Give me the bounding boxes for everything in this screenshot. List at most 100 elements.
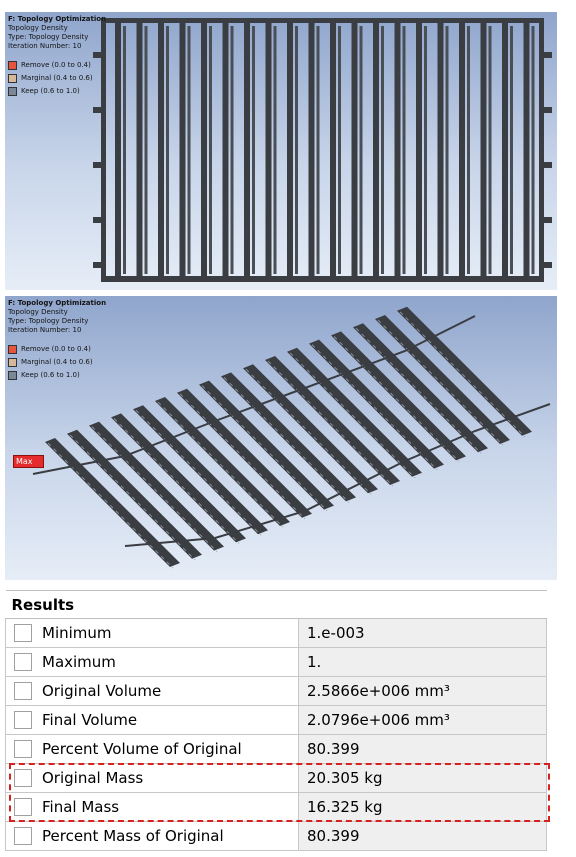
table-row[interactable]: Original Mass 20.305 kg <box>5 763 547 793</box>
legend-type: Type: Topology Density <box>8 33 89 41</box>
rib-bar <box>115 22 121 278</box>
iso-rib <box>45 438 180 567</box>
side-tab <box>93 217 105 223</box>
legend-item-label: Marginal (0.4 to 0.6) <box>21 74 93 82</box>
iso-rib-slots <box>157 401 284 528</box>
rib-bar <box>222 22 229 278</box>
legend-item-label: Marginal (0.4 to 0.6) <box>21 358 93 366</box>
iso-rib <box>199 380 334 510</box>
iso-rib-slots <box>47 442 174 569</box>
iso-rib-slots <box>311 344 438 470</box>
keep-swatch <box>8 87 17 96</box>
frame-bottom-rail <box>101 276 544 282</box>
rib-bar <box>351 22 358 278</box>
legend-item-label: Remove (0.0 to 0.4) <box>21 61 91 69</box>
topology-model-front-view <box>93 18 552 282</box>
table-row[interactable]: Final Volume 2.0796e+006 mm³ <box>5 705 547 735</box>
iso-rib <box>287 347 422 477</box>
row-value: 80.399 <box>298 821 547 851</box>
row-checkbox[interactable] <box>14 624 32 643</box>
rib-bar-thin <box>316 26 320 274</box>
results-header: Results <box>5 590 547 619</box>
table-row[interactable]: Final Mass 16.325 kg <box>5 792 547 822</box>
keep-swatch <box>8 371 17 380</box>
table-row[interactable]: Percent Mass of Original 80.399 <box>5 821 547 851</box>
row-checkbox[interactable] <box>14 711 32 730</box>
legend-item-remove: Remove (0.0 to 0.4) <box>8 59 106 72</box>
results-table: Results Minimum 1.e-003 Maximum 1. Origi… <box>5 590 547 851</box>
iso-rib <box>309 339 444 469</box>
row-value: 20.305 kg <box>298 763 547 793</box>
row-label: Final Volume <box>42 710 138 729</box>
row-value: 2.5866e+006 mm³ <box>298 676 547 706</box>
rib-bar-thin <box>230 26 234 274</box>
row-checkbox[interactable] <box>14 682 32 701</box>
rib-bar-thin <box>144 26 148 274</box>
iso-rib <box>155 397 290 526</box>
legend-item-label: Keep (0.6 to 1.0) <box>21 371 80 379</box>
max-probe-label[interactable]: Max <box>13 455 44 468</box>
iso-rib-slots <box>245 368 372 495</box>
legend-item-keep: Keep (0.6 to 1.0) <box>8 369 106 382</box>
side-tab <box>93 107 105 113</box>
side-tab <box>93 262 105 268</box>
row-value: 2.0796e+006 mm³ <box>298 705 547 735</box>
frame-left-post <box>101 18 106 282</box>
side-tab <box>93 52 105 58</box>
legend-item-remove: Remove (0.0 to 0.4) <box>8 343 106 356</box>
table-row[interactable]: Minimum 1.e-003 <box>5 618 547 648</box>
rib-bar <box>502 22 508 278</box>
table-row[interactable]: Percent Volume of Original 80.399 <box>5 734 547 764</box>
rib-bar-thin <box>381 26 384 274</box>
rib-bar <box>136 22 143 278</box>
rib-bar-thin <box>209 26 212 274</box>
row-checkbox[interactable] <box>14 827 32 846</box>
rib-bar-thin <box>531 26 535 274</box>
iso-rib <box>133 405 268 535</box>
legend-item-marginal: Marginal (0.4 to 0.6) <box>8 72 106 85</box>
rib-bar <box>373 22 379 278</box>
legend-iteration: Iteration Number: 10 <box>8 326 82 334</box>
iso-rib-slots <box>135 409 262 536</box>
side-tab <box>540 107 552 113</box>
iso-rib <box>331 331 466 461</box>
rib-bar <box>480 22 487 278</box>
row-label: Maximum <box>42 652 116 671</box>
row-value: 1. <box>298 647 547 677</box>
row-checkbox[interactable] <box>14 798 32 817</box>
iso-rib-slots <box>377 319 504 446</box>
row-label: Original Mass <box>42 768 144 787</box>
iso-rib-slots <box>201 385 328 511</box>
results-header-row[interactable]: Results <box>5 590 547 619</box>
table-row[interactable]: Original Volume 2.5866e+006 mm³ <box>5 676 547 706</box>
rib-bar <box>394 22 401 278</box>
topology-viewport-front[interactable]: F: Topology Optimization Topology Densit… <box>5 12 557 290</box>
iso-rib-slots <box>267 360 394 487</box>
legend-subtitle: Topology Density <box>8 24 68 32</box>
row-checkbox[interactable] <box>14 740 32 759</box>
table-row[interactable]: Maximum 1. <box>5 647 547 677</box>
rib-bar <box>437 22 444 278</box>
iso-rib-slots <box>399 311 526 438</box>
legend-item-label: Keep (0.6 to 1.0) <box>21 87 80 95</box>
rib-bar <box>244 22 250 278</box>
row-checkbox[interactable] <box>14 769 32 788</box>
row-label: Percent Volume of Original <box>42 739 242 758</box>
iso-rib-slots <box>113 418 240 544</box>
iso-rib-slots <box>355 327 482 454</box>
iso-rib <box>353 323 488 453</box>
iso-rib <box>265 356 400 485</box>
legend-panel: F: Topology Optimization Topology Densit… <box>8 15 106 98</box>
rib-bar-thin <box>187 26 191 274</box>
rib-bar <box>459 22 465 278</box>
rib-bar-thin <box>273 26 277 274</box>
frame-right-post <box>539 18 544 282</box>
rib-bar <box>308 22 315 278</box>
iso-rib <box>111 413 246 543</box>
iso-rib <box>221 372 356 502</box>
topology-viewport-isometric[interactable]: F: Topology Optimization Topology Densit… <box>5 296 557 580</box>
row-value: 1.e-003 <box>298 618 547 648</box>
row-checkbox[interactable] <box>14 653 32 672</box>
row-value: 80.399 <box>298 734 547 764</box>
rib-bar <box>265 22 272 278</box>
